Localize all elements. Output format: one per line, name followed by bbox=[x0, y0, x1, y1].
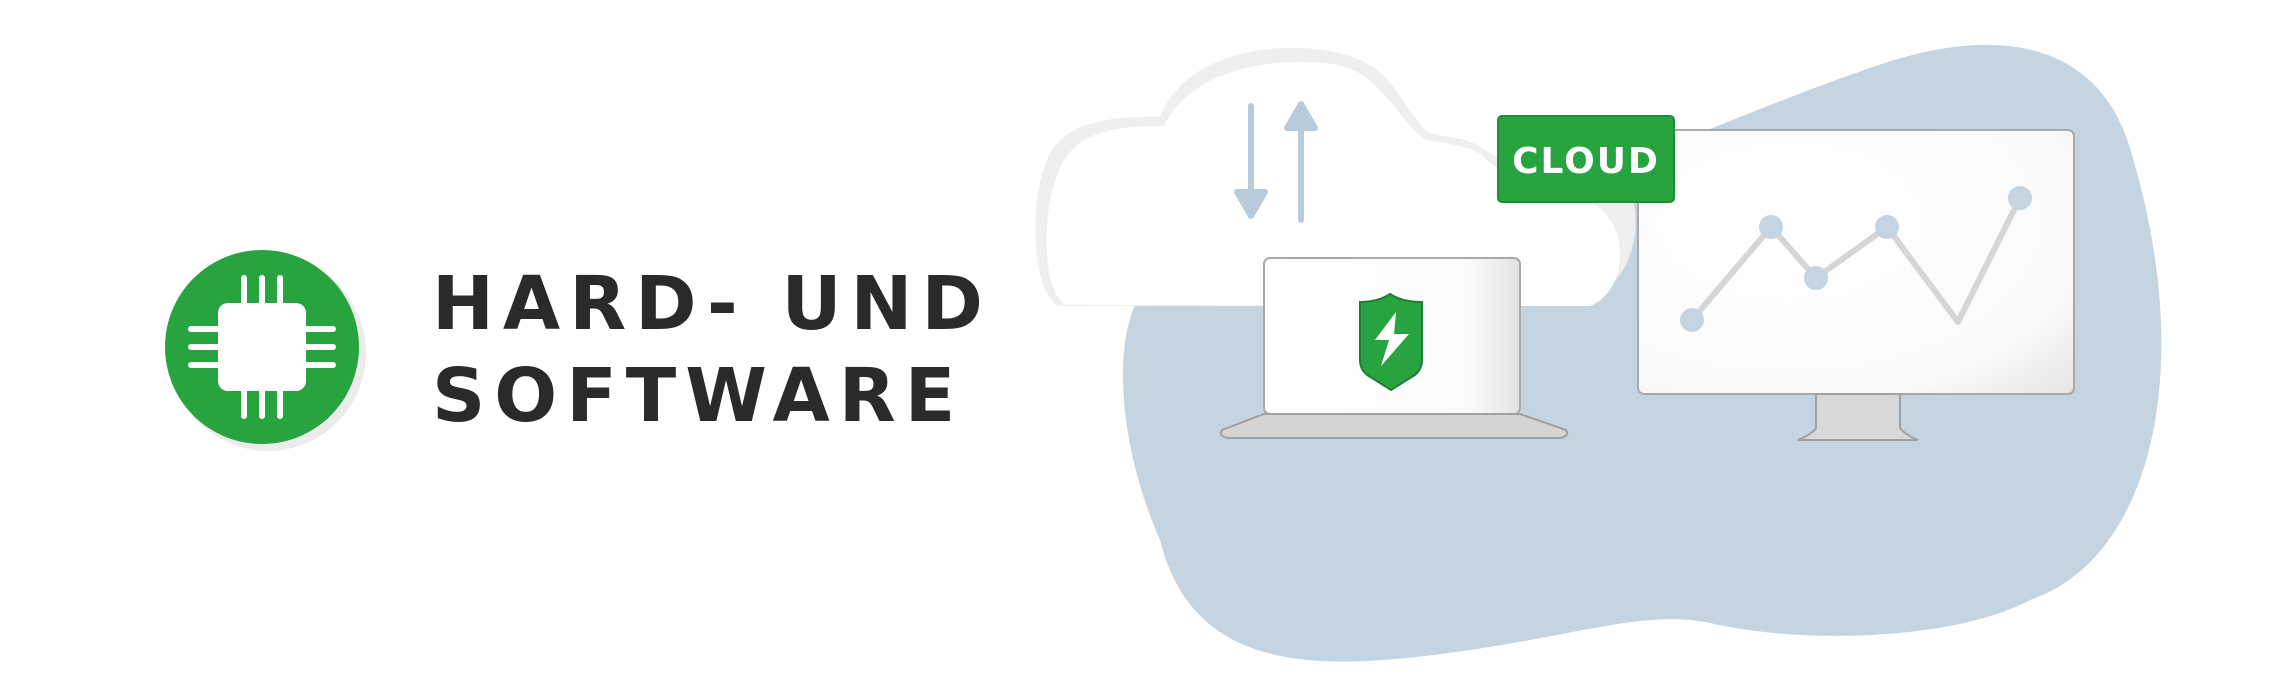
upload-download-arrows-icon bbox=[1234, 101, 1318, 223]
headline-line-2: SOFTWARE bbox=[432, 353, 965, 439]
cloud-illustration: CLOUD bbox=[1035, 44, 2162, 662]
shield-lightning-icon bbox=[1359, 292, 1423, 392]
cloud-label-tag: CLOUD bbox=[1497, 115, 1675, 203]
cloud-label: CLOUD bbox=[1512, 141, 1660, 182]
chart-graphic bbox=[1680, 186, 2032, 332]
chip-icon bbox=[188, 275, 336, 419]
laptop bbox=[1219, 257, 1569, 439]
monitor bbox=[1637, 129, 2075, 441]
chip-badge bbox=[165, 250, 366, 451]
headline: HARD- UND SOFTWARE bbox=[432, 258, 992, 442]
cloud-shape bbox=[1035, 47, 1636, 307]
headline-line-1: HARD- UND bbox=[432, 261, 992, 347]
